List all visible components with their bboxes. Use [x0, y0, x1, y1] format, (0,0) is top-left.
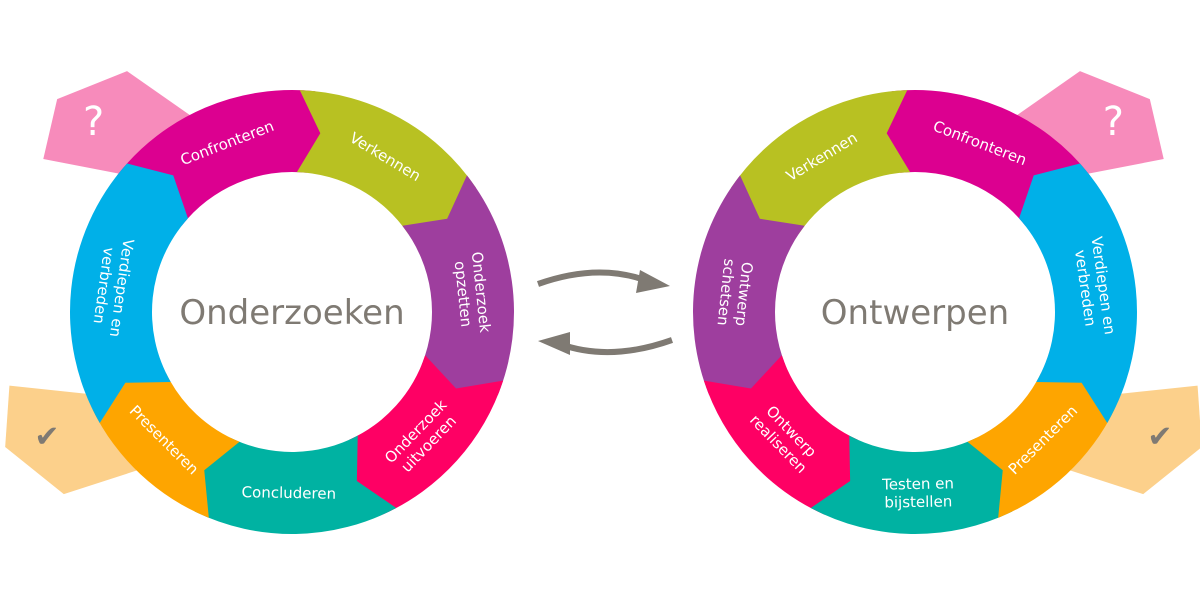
segment-shape — [810, 435, 1014, 534]
segment-presenteren: Presenteren — [967, 370, 1115, 518]
segment-presenteren: Presenteren — [92, 370, 240, 518]
segment-shape — [402, 175, 514, 400]
segment-verkennen: Verkennen — [296, 90, 477, 234]
wheel-title: Ontwerpen — [821, 293, 1009, 333]
arrow-right-icon — [536, 269, 652, 287]
end-tab: ✔ — [5, 385, 148, 495]
wheel-title: Onderzoeken — [179, 293, 404, 333]
segment-shape — [703, 355, 863, 515]
segment-label: Testen en — [881, 474, 954, 493]
checkmark-icon: ✔ — [34, 420, 59, 455]
segment-shape — [1019, 163, 1137, 423]
segment-shape — [296, 90, 477, 234]
segment-label: bijstellen — [884, 492, 952, 511]
end-tab: ✔ — [1059, 385, 1200, 495]
question-mark-icon: ? — [1103, 99, 1124, 145]
question-mark-icon: ? — [83, 99, 104, 145]
segment-shape — [69, 163, 188, 423]
segment-concluderen: Concluderen — [193, 435, 397, 534]
segment-shape — [693, 175, 805, 400]
segment-shape — [344, 355, 504, 515]
segment-label: Concluderen — [241, 483, 336, 503]
segment-shape — [193, 435, 397, 534]
segment-shape — [967, 370, 1115, 518]
checkmark-icon: ✔ — [1147, 420, 1172, 455]
segment-shape — [730, 90, 911, 234]
segment-verkennen: Verkennen — [730, 90, 911, 234]
segment-shape — [92, 370, 240, 518]
wheel-ontwerpen: ?✔ConfronterenVerkennenOntwerpschetsenOn… — [693, 71, 1200, 534]
arrow-left-icon — [558, 337, 674, 356]
exchange-arrows — [536, 269, 674, 356]
